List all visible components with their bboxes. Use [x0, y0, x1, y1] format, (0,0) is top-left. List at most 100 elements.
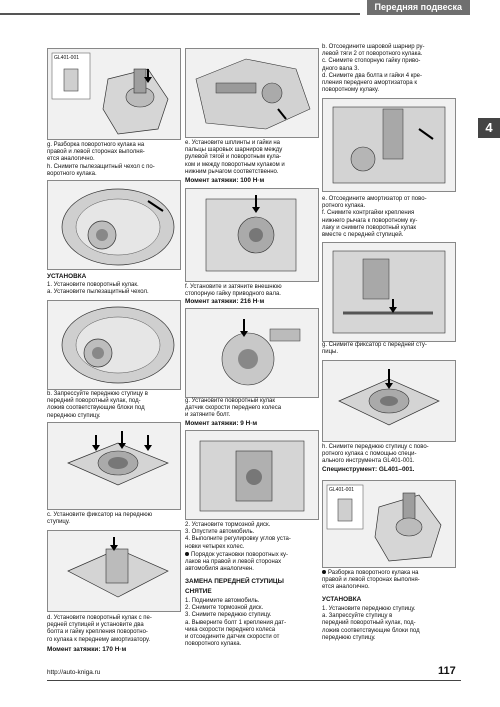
text-line: a. Установите пылезащитный чехол. — [47, 289, 149, 296]
chapter-tab: 4 — [478, 118, 500, 138]
page-header: Передняя подвеска — [0, 0, 500, 16]
text-line: и затяните болт. — [185, 412, 231, 419]
text-line: Разборка поворотного кулака на — [322, 570, 420, 577]
special-tool: Специнструмент: GL401–001. — [322, 466, 415, 473]
figure-strut-bolts — [322, 98, 456, 192]
text-line: пальцы шаровых шарниров между — [185, 147, 283, 154]
figure-lower-arm — [322, 242, 456, 342]
text-line: Порядок установки поворотных ку- — [185, 552, 288, 559]
heading-install: УСТАНОВКА — [322, 596, 362, 603]
text-line: болта и гайку крепления поворотно- — [47, 629, 148, 636]
text-col3-g: g. Снимите фиксатор с передней сту- пицы… — [322, 342, 427, 356]
text-line: h. Снимите переднюю ступицу с пово- — [322, 444, 429, 450]
text-line: c. Установите фиксатор на переднюю — [47, 512, 153, 518]
text-line: правой и левой сторонах выполня- — [47, 149, 145, 156]
text-line: передний поворотный кулак, под- — [322, 620, 416, 627]
figure-dust-cover — [47, 180, 181, 270]
text-line: поворотного кулака. — [185, 641, 242, 648]
text-line: ротного кулака с помощью специ- — [322, 451, 417, 458]
text-line: e. Установите шплинты и гайки на — [185, 140, 280, 146]
text-line: поворотному кулаку. — [322, 87, 379, 94]
footer-rule — [47, 680, 461, 681]
heading-install: УСТАНОВКА — [47, 273, 87, 280]
text-line: 1. Установите поворотный кулак. — [47, 282, 139, 288]
text-line: 3. Опустите автомобиль. — [185, 529, 255, 536]
text-line: g. Установите поворотный кулак — [185, 398, 275, 404]
footer-url-link[interactable]: http://auto-kniga.ru — [47, 669, 101, 676]
header-rule — [0, 13, 360, 15]
text-line: дного вала 3. — [322, 65, 360, 72]
note-text: Порядок установки поворотных ку- — [191, 552, 289, 558]
bullet-icon — [185, 552, 189, 557]
text-line: e. Отсоедините амортизатор от пово- — [322, 196, 427, 202]
text-line: 2. Снимите тормозной диск. — [185, 605, 264, 612]
text-col1-g: g. Разборка поворотного кулака на правой… — [47, 142, 145, 164]
text-col2-steps: 2. Установите тормозной диск. 3. Опустит… — [185, 522, 291, 551]
figure-drive-nut — [185, 188, 319, 282]
text-line: f. Установите и затяните внешнюю — [185, 284, 282, 290]
figure-hub-press — [47, 300, 181, 390]
text-line: f. Снимите контргайки крепления — [322, 210, 415, 217]
text-col3-h: h. Снимите переднюю ступицу с пово- ротн… — [322, 444, 429, 466]
figure-hub-removal-tool: GL401-001 — [322, 480, 456, 568]
text-line: левой тяги 2 от поворотного кулака. — [322, 51, 423, 58]
text-line: ального инструмента GL401-001. — [322, 458, 415, 465]
text-line: ком и между поворотным кулаком и — [185, 161, 285, 168]
bullet-icon — [322, 570, 326, 575]
text-line: h. Снимите пылезащитный чехол с по- — [47, 164, 155, 170]
figure-retainer — [47, 422, 181, 510]
text-line: ется аналогично. — [47, 156, 95, 163]
figure-brake-disc — [185, 430, 319, 520]
text-line: нижнего рычага к поворотному ку- — [322, 217, 418, 224]
text-line: пицы. — [322, 349, 339, 356]
text-line: 4. Выполните регулировку углов уста- — [185, 536, 291, 543]
text-line: переднюю ступицу. — [47, 412, 101, 419]
heading-removal: СНЯТИЕ — [185, 588, 212, 595]
figure-knuckle-tool: GL401-001 — [47, 48, 181, 140]
text-line: d. Установите поворотный кулак с пе- — [47, 615, 152, 621]
text-line: 2. Установите тормозной диск. — [185, 522, 271, 528]
text-col2-removal: 1. Поднимите автомобиль. 2. Снимите торм… — [185, 598, 286, 648]
text-col2-f: f. Установите и затяните внешнюю стопорн… — [185, 284, 282, 298]
figure-hub-retainer — [322, 360, 456, 442]
text-line: 1. Поднимите автомобиль. — [185, 598, 260, 604]
text-line: автомобиля аналогичен. — [185, 566, 254, 573]
text-col1-b: b. Запрессуйте переднюю ступицу в передн… — [47, 391, 148, 420]
text-line: нижним рычагом соответственно. — [185, 168, 279, 175]
text-line: 1. Установите переднюю ступицу. — [322, 606, 416, 612]
text-line: ется аналогично. — [322, 584, 370, 591]
text-line: 3. Снимите переднюю ступицу. — [185, 612, 272, 619]
text-line: d. Снимите два болта и гайки 4 кре- — [322, 72, 422, 79]
figure-label: GL401-001 — [54, 55, 80, 61]
text-col2-e: e. Установите шплинты и гайки на пальцы … — [185, 140, 285, 176]
text-line: c. Снимите стопорную гайку приво- — [322, 58, 421, 65]
text-col1-d: d. Установите поворотный кулак с пе- ред… — [47, 615, 152, 644]
text-line: ложив соответствующие блоки под — [322, 627, 420, 634]
text-line: стопорную гайку приводного вала. — [185, 291, 281, 298]
text-col2-g: g. Установите поворотный кулак датчик ск… — [185, 398, 281, 420]
text-line: правой и левой сторонах выполня- — [322, 577, 420, 584]
text-line: вместе с передней ступицей. — [322, 232, 404, 239]
note-text: Разборка поворотного кулака на — [328, 570, 419, 576]
torque-spec: Момент затяжки: 9 Н·м — [185, 420, 258, 427]
text-line: рулевой тягой и поворотным кула- — [185, 154, 282, 161]
text-line: пления переднего амортизатора к — [322, 80, 418, 87]
text-line: переднюю ступицу. — [322, 634, 376, 641]
text-line: го кулака к переднему амортизатору. — [47, 636, 151, 643]
heading-hub-replace: ЗАМЕНА ПЕРЕДНЕЙ СТУПИЦЫ — [185, 578, 284, 585]
text-line: лаку и снимите поворотный кулак — [322, 224, 417, 231]
figure-knuckle-install — [47, 530, 181, 612]
text-col1-h: h. Снимите пылезащитный чехол с по- воро… — [47, 164, 155, 178]
section-title: Передняя подвеска — [366, 0, 470, 15]
text-line: a. Запрессуйте ступицу в — [322, 613, 393, 620]
text-line: g. Снимите фиксатор с передней сту- — [322, 342, 427, 348]
text-line: передний поворотный кулак, под- — [47, 398, 141, 405]
text-col3-ef: e. Отсоедините амортизатор от пово- ротн… — [322, 196, 427, 239]
text-line: g. Разборка поворотного кулака на — [47, 142, 145, 148]
text-line: воротного кулака. — [47, 171, 97, 178]
text-col1-c: c. Установите фиксатор на переднюю ступи… — [47, 512, 152, 526]
text-col1-install: 1. Установите поворотный кулак. a. Устан… — [47, 282, 149, 296]
text-line: датчик скорости переднего колеса — [185, 405, 282, 412]
text-line: лаков на правой и левой сторонах — [185, 559, 282, 566]
text-line: ступицу. — [47, 519, 70, 526]
